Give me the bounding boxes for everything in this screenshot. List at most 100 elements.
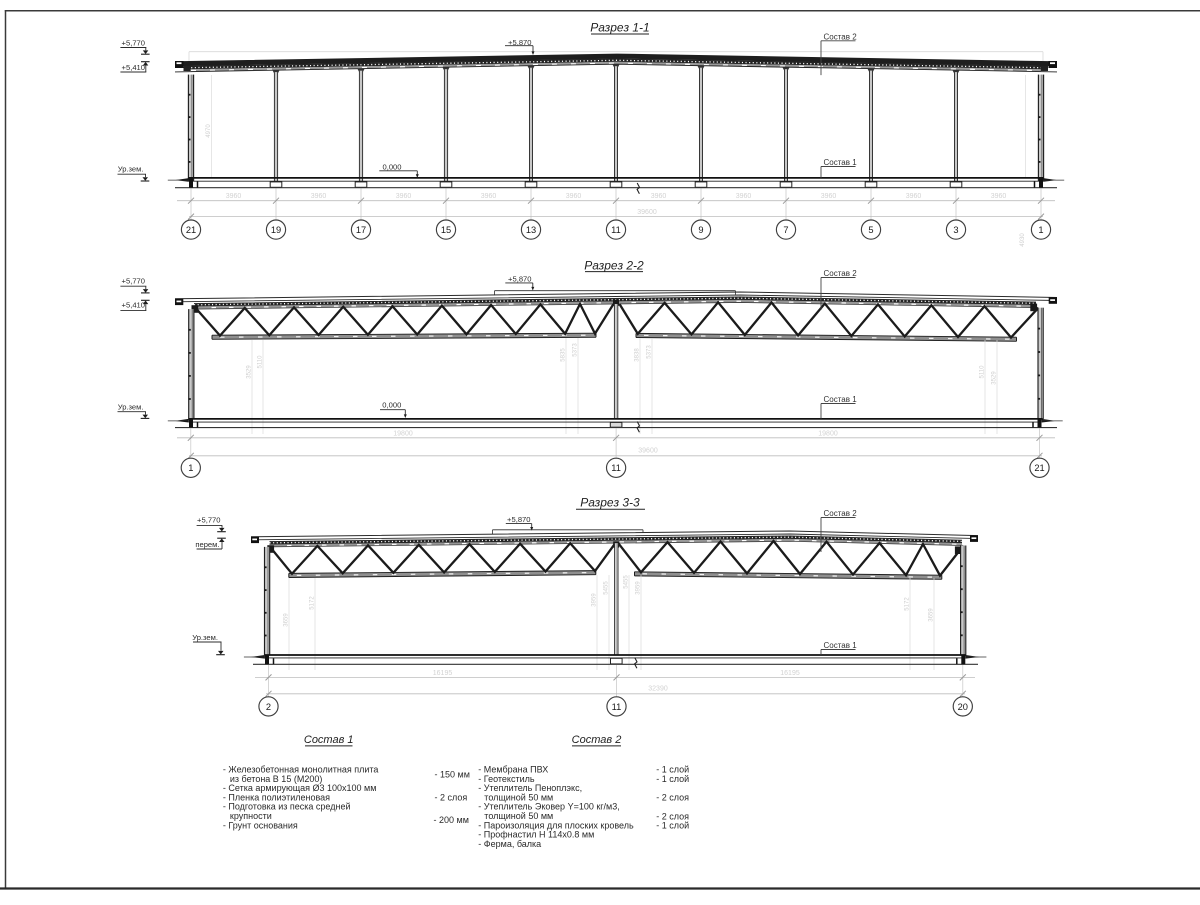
svg-text:21: 21 xyxy=(186,225,196,235)
svg-text:5110: 5110 xyxy=(258,355,264,369)
svg-text:3529: 3529 xyxy=(992,371,998,385)
svg-text:+5,410: +5,410 xyxy=(122,301,145,310)
svg-text:толщиной 50 мм: толщиной 50 мм xyxy=(484,811,553,821)
svg-text:из бетона В 15 (М200): из бетона В 15 (М200) xyxy=(230,774,322,784)
svg-text:+5,770: +5,770 xyxy=(197,515,220,524)
svg-text:Состав 2: Состав 2 xyxy=(824,509,858,518)
svg-text:- Профнастил Н 114х0.8 мм: - Профнастил Н 114х0.8 мм xyxy=(478,830,594,840)
svg-text:- Утеплитель Пеноплэкс,: - Утеплитель Пеноплэкс, xyxy=(478,783,582,793)
svg-text:- 2 слоя: - 2 слоя xyxy=(435,792,468,802)
svg-text:20: 20 xyxy=(958,702,968,712)
svg-text:9: 9 xyxy=(698,225,703,235)
svg-text:Состав 1: Состав 1 xyxy=(304,734,354,746)
svg-text:5455: 5455 xyxy=(604,581,610,595)
svg-text:0,000: 0,000 xyxy=(382,400,401,409)
svg-text:- Геотекстиль: - Геотекстиль xyxy=(478,774,535,784)
svg-text:Состав 2: Состав 2 xyxy=(824,32,858,41)
svg-text:0,000: 0,000 xyxy=(383,162,402,171)
svg-text:5373: 5373 xyxy=(647,345,653,359)
svg-text:- Ферма, балка: - Ферма, балка xyxy=(478,839,541,849)
svg-text:5172: 5172 xyxy=(905,597,911,611)
svg-text:15: 15 xyxy=(441,225,451,235)
svg-text:3960: 3960 xyxy=(566,193,582,200)
svg-text:16195: 16195 xyxy=(780,670,800,677)
svg-text:- Утеплитель Эковер Y=100 кг/м: - Утеплитель Эковер Y=100 кг/м3, xyxy=(478,802,619,812)
svg-text:21: 21 xyxy=(1034,463,1044,473)
svg-text:- 1 слой: - 1 слой xyxy=(656,774,689,784)
svg-text:Разрез 2-2: Разрез 2-2 xyxy=(584,258,644,272)
svg-text:3960: 3960 xyxy=(396,193,412,200)
svg-text:+5,770: +5,770 xyxy=(122,38,145,47)
svg-text:4970: 4970 xyxy=(206,124,212,138)
svg-text:2: 2 xyxy=(266,702,271,712)
svg-text:- Железобетонная монолитная п: - Железобетонная монолитная плита xyxy=(223,765,379,775)
svg-text:3659: 3659 xyxy=(284,613,290,627)
svg-text:крупности: крупности xyxy=(230,811,272,821)
svg-text:3960: 3960 xyxy=(821,193,837,200)
svg-text:19800: 19800 xyxy=(393,430,413,437)
svg-text:Ур.зем.: Ур.зем. xyxy=(118,164,144,173)
svg-text:13: 13 xyxy=(526,225,536,235)
svg-text:1: 1 xyxy=(1038,225,1043,235)
svg-text:11: 11 xyxy=(612,702,622,712)
svg-text:3960: 3960 xyxy=(736,193,752,200)
svg-text:- 150 мм: - 150 мм xyxy=(435,770,470,780)
svg-text:- Пароизоляция для плоских кро: - Пароизоляция для плоских кровель xyxy=(478,820,634,830)
svg-text:3959: 3959 xyxy=(592,593,598,607)
svg-text:5455: 5455 xyxy=(624,575,630,589)
svg-text:- Сетка армирующая Ø3 100х100: - Сетка армирующая Ø3 100х100 мм xyxy=(223,783,377,793)
svg-text:17: 17 xyxy=(356,225,366,235)
svg-text:- Мембрана ПВХ: - Мембрана ПВХ xyxy=(478,765,548,775)
svg-text:5: 5 xyxy=(868,225,873,235)
svg-text:19800: 19800 xyxy=(818,430,838,437)
svg-text:толщиной 50 мм: толщиной 50 мм xyxy=(484,792,553,802)
svg-text:3960: 3960 xyxy=(651,193,667,200)
svg-text:3: 3 xyxy=(953,225,958,235)
svg-text:3960: 3960 xyxy=(226,193,242,200)
svg-text:+5,770: +5,770 xyxy=(122,277,145,286)
svg-text:19: 19 xyxy=(271,225,281,235)
svg-text:3960: 3960 xyxy=(991,193,1007,200)
svg-text:5110: 5110 xyxy=(980,365,986,379)
svg-text:- Грунт основания: - Грунт основания xyxy=(223,820,298,830)
svg-text:4930: 4930 xyxy=(1020,233,1026,247)
svg-text:16195: 16195 xyxy=(433,670,453,677)
svg-text:Ур.зем.: Ур.зем. xyxy=(118,403,144,412)
svg-text:39600: 39600 xyxy=(637,209,657,216)
svg-text:- 1 слой: - 1 слой xyxy=(656,765,689,775)
svg-text:- 200 мм: - 200 мм xyxy=(434,815,469,825)
svg-text:Состав 1: Состав 1 xyxy=(824,641,858,650)
svg-text:- 1 слой: - 1 слой xyxy=(656,820,689,830)
svg-text:5835: 5835 xyxy=(561,348,567,362)
svg-text:- Пленка полиэтиленовая: - Пленка полиэтиленовая xyxy=(223,792,330,802)
svg-text:3659: 3659 xyxy=(929,608,935,622)
svg-text:Состав 1: Состав 1 xyxy=(824,158,858,167)
svg-text:+5,870: +5,870 xyxy=(508,275,531,284)
svg-text:- Подготовка из песка средней: - Подготовка из песка средней xyxy=(223,802,351,812)
svg-text:+5,870: +5,870 xyxy=(508,38,531,47)
svg-text:+5,410: +5,410 xyxy=(122,63,145,72)
svg-text:3529: 3529 xyxy=(247,365,253,379)
svg-text:32390: 32390 xyxy=(648,685,668,692)
svg-text:- 2 слоя: - 2 слоя xyxy=(656,792,689,802)
svg-text:3959: 3959 xyxy=(636,581,642,595)
svg-text:- 2 слоя: - 2 слоя xyxy=(656,811,689,821)
svg-text:Состав 1: Состав 1 xyxy=(824,395,858,404)
svg-text:5172: 5172 xyxy=(310,596,316,610)
svg-text:+5,870: +5,870 xyxy=(507,515,530,524)
svg-text:Состав 2: Состав 2 xyxy=(572,734,622,746)
svg-text:1: 1 xyxy=(188,463,193,473)
svg-text:11: 11 xyxy=(611,463,621,473)
svg-text:39600: 39600 xyxy=(638,448,658,455)
svg-text:7: 7 xyxy=(783,225,788,235)
svg-text:Состав 2: Состав 2 xyxy=(824,269,858,278)
svg-text:11: 11 xyxy=(611,225,621,235)
svg-text:Разрез 3-3: Разрез 3-3 xyxy=(580,496,640,510)
svg-text:Ур.зем.: Ур.зем. xyxy=(192,633,218,642)
svg-text:3960: 3960 xyxy=(906,193,922,200)
svg-text:3960: 3960 xyxy=(481,193,497,200)
svg-text:3960: 3960 xyxy=(311,193,327,200)
svg-text:Разрез 1-1: Разрез 1-1 xyxy=(590,21,649,35)
svg-text:3838: 3838 xyxy=(635,348,641,362)
svg-text:перем.: перем. xyxy=(195,540,219,549)
